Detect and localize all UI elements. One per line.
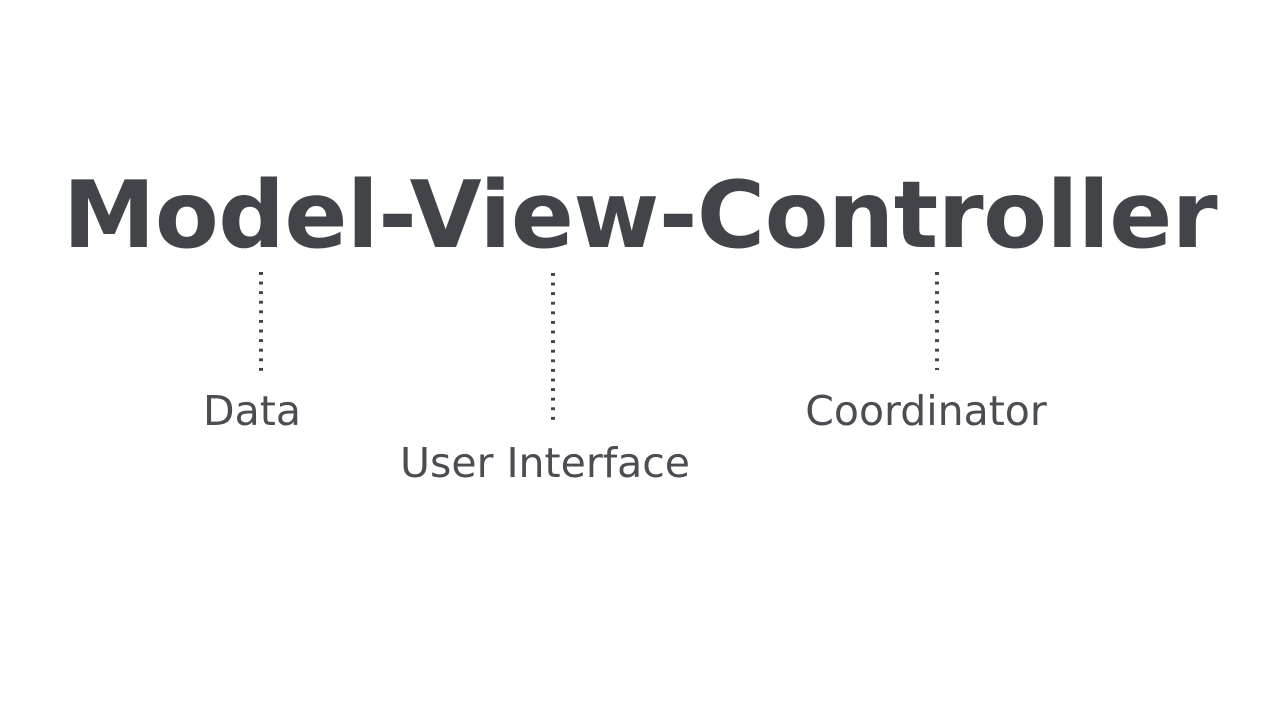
label-controller-coordinator: Coordinator [805, 387, 1047, 435]
leader-line-controller [935, 272, 939, 370]
label-model-data: Data [203, 387, 301, 435]
leader-line-view [551, 273, 555, 421]
page-title: Model-View-Controller [62, 161, 1218, 269]
leader-line-model [259, 272, 263, 372]
label-view-user-interface: User Interface [399, 439, 691, 487]
